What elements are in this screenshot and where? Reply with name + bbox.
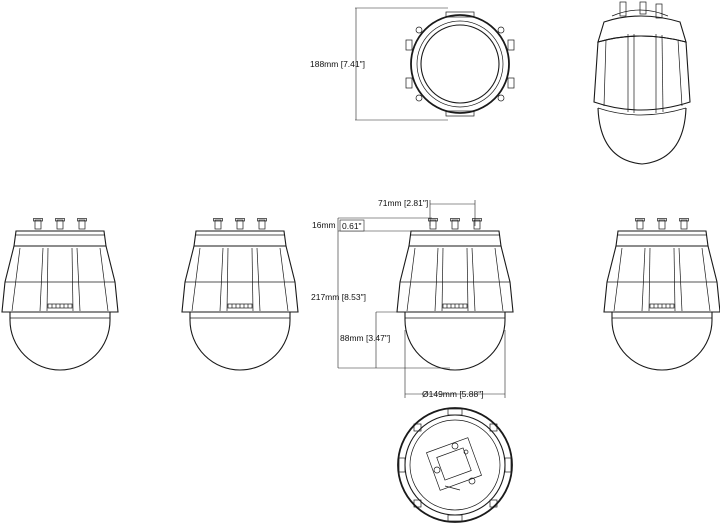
top-view-ring bbox=[405, 11, 515, 117]
total-height-dimension: 217mm [8.53"] bbox=[311, 218, 450, 369]
side-view-1 bbox=[1, 217, 119, 371]
dome-height-dimension: 88mm [3.47"] bbox=[340, 311, 406, 368]
mount-width-label: 71mm [2.81"] bbox=[378, 198, 428, 208]
mount-width-dimension: 71mm [2.81"] bbox=[378, 198, 476, 226]
side-view-3 bbox=[396, 217, 514, 371]
total-height-label: 217mm [8.53"] bbox=[311, 292, 366, 302]
top-diameter-dimension: 188mm [7.41"] bbox=[310, 7, 448, 121]
dome-diameter-dimension: Ø149mm [5.88"] bbox=[404, 330, 506, 399]
dome-height-label: 88mm [3.47"] bbox=[340, 333, 390, 343]
side-view-2 bbox=[181, 217, 299, 371]
cap-height-dimension: 16mm 0.61" bbox=[312, 217, 432, 232]
side-view-4 bbox=[603, 217, 720, 371]
cap-height-label: 16mm bbox=[312, 220, 336, 230]
cap-height-inch-label: 0.61" bbox=[342, 221, 362, 231]
dome-diameter-label: Ø149mm [5.88"] bbox=[422, 389, 484, 399]
perspective-view bbox=[593, 1, 691, 165]
bottom-view bbox=[397, 407, 513, 523]
top-diameter-label: 188mm [7.41"] bbox=[310, 59, 365, 69]
